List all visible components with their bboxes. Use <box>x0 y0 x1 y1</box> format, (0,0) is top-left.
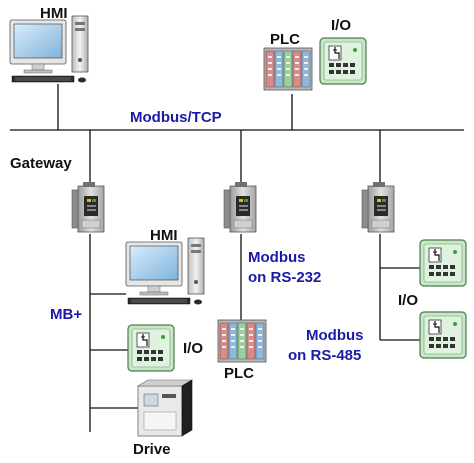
label-drive: Drive <box>133 441 171 458</box>
label-hmi-top: HMI <box>40 5 68 22</box>
hmi-top-computer-icon <box>9 15 89 83</box>
label-mb-plus: MB+ <box>50 306 83 323</box>
gateway-right-module-icon <box>361 181 395 233</box>
plc-bottom-rack-icon <box>217 319 267 363</box>
label-modbus-rs485-line2: on RS-485 <box>288 347 362 364</box>
io-right-lower-module-icon <box>419 311 467 359</box>
label-modbus-rs485-line1: Modbus <box>306 327 364 344</box>
label-modbus-rs232-line2: on RS-232 <box>248 269 322 286</box>
label-plc-top: PLC <box>270 31 300 48</box>
drive-icon <box>137 379 193 437</box>
label-io-top: I/O <box>331 17 352 34</box>
label-plc-bottom: PLC <box>224 365 254 382</box>
label-io-right: I/O <box>398 292 419 309</box>
gateway-middle-module-icon <box>223 181 257 233</box>
label-modbus-rs232-line1: Modbus <box>248 249 306 266</box>
io-top-module-icon <box>319 37 367 85</box>
label-hmi-mid: HMI <box>150 227 178 244</box>
label-modbus-tcp: Modbus/TCP <box>130 109 222 126</box>
label-io-mid: I/O <box>183 340 204 357</box>
io-right-upper-module-icon <box>419 239 467 287</box>
label-gateway: Gateway <box>10 155 72 172</box>
io-mid-module-icon <box>127 324 175 372</box>
gateway-left-module-icon <box>71 181 105 233</box>
hmi-mid-computer-icon <box>125 237 205 305</box>
network-lines <box>10 84 464 432</box>
plc-top-rack-icon <box>263 47 313 91</box>
